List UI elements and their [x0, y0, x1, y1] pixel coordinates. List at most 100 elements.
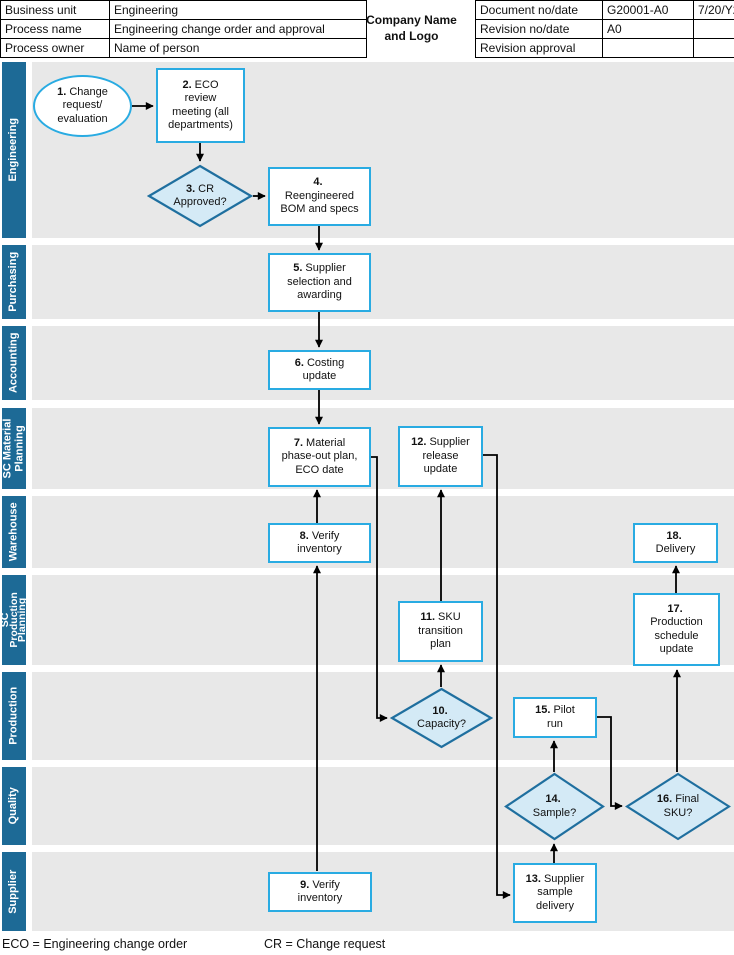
- node-5-supplier-selection: 5.Supplier selection and awarding: [268, 253, 371, 312]
- node-12-supplier-release-update: 12.Supplier release update: [398, 426, 483, 487]
- node-6-text: Costing update: [302, 356, 345, 382]
- lane-sc-material-planning-text: SC Material Planning: [1, 418, 26, 479]
- node-18-text: Delivery: [655, 543, 696, 555]
- node-2-eco-review-meeting: 2.ECO review meeting (all departments): [156, 68, 245, 143]
- node-14-number: 14.: [545, 793, 561, 806]
- node-17-text: Production schedule update: [650, 616, 703, 655]
- revision-approval-value: [602, 38, 694, 58]
- lane-engineering-text: Engineering: [7, 118, 20, 182]
- node-1-change-request: 1.Change request/ evaluation: [33, 75, 132, 137]
- lane-purchasing: Purchasing: [0, 245, 734, 319]
- node-16-text: Final SKU?: [663, 793, 700, 819]
- node-17-number: 17.: [667, 602, 683, 615]
- node-8-text: Verify inventory: [297, 529, 342, 555]
- lane-quality-label: Quality: [2, 767, 26, 845]
- revision-no-value: A0: [602, 19, 694, 39]
- diamond-shape: [504, 772, 605, 841]
- node-3-cr-approved-decision: 3.CR Approved?: [147, 164, 253, 228]
- lane-engineering-label: Engineering: [2, 62, 26, 238]
- legend-cr: CR = Change request: [264, 937, 386, 951]
- node-1-text: Change request/ evaluation: [57, 85, 108, 125]
- lane-quality-text: Quality: [7, 787, 20, 825]
- lane-quality: Quality: [0, 767, 734, 845]
- node-4-reengineered-bom: 4. Reengineered BOM and specs: [268, 167, 371, 226]
- lane-purchasing-label: Purchasing: [2, 245, 26, 319]
- node-12-text: Supplier release update: [422, 436, 470, 476]
- node-9-number: 9.: [300, 878, 310, 891]
- header-doc-table: Document no/date G20001-A0 7/20/Y2 Revis…: [475, 0, 734, 58]
- node-9-verify-inventory-supplier: 9.Verify inventory: [268, 872, 372, 912]
- lane-accounting-label: Accounting: [2, 326, 26, 400]
- document-no-label: Document no/date: [475, 0, 603, 20]
- node-11-text: SKU transition plan: [418, 611, 463, 651]
- node-16-number: 16.: [656, 793, 673, 806]
- revision-date-value: [693, 19, 734, 39]
- lane-purchasing-body: [32, 245, 734, 319]
- node-14-text: Sample?: [532, 806, 577, 819]
- lane-supplier-text: Supplier: [7, 869, 20, 914]
- lane-warehouse-body: [32, 496, 734, 568]
- node-6-number: 6.: [294, 356, 304, 369]
- node-5-text: Supplier selection and awarding: [287, 262, 352, 302]
- process-owner-value: Name of person: [109, 38, 367, 58]
- lane-purchasing-text: Purchasing: [7, 252, 20, 312]
- lane-accounting-body: [32, 326, 734, 400]
- node-10-capacity-decision: 10. Capacity?: [390, 687, 493, 749]
- node-2-text: ECO review meeting (all departments): [168, 78, 233, 131]
- revision-approval-label: Revision approval: [475, 38, 603, 58]
- node-13-supplier-sample-delivery: 13.Supplier sample delivery: [513, 863, 597, 923]
- business-unit-label: Business unit: [0, 0, 110, 20]
- document-no-value: G20001-A0: [602, 0, 694, 20]
- lane-production: Production: [0, 672, 734, 760]
- node-12-number: 12.: [411, 436, 427, 449]
- node-4-number: 4.: [313, 176, 323, 189]
- node-14-sample-decision: 14. Sample?: [504, 772, 605, 841]
- lane-accounting: Accounting: [0, 326, 734, 400]
- node-13-text: Supplier sample delivery: [536, 872, 585, 912]
- node-18-number: 18.: [666, 529, 682, 542]
- process-name-label: Process name: [0, 19, 110, 39]
- node-13-number: 13.: [525, 872, 541, 885]
- lane-sc-production-planning: SC Production Planning: [0, 575, 734, 665]
- lane-sc-material-planning-body: [32, 408, 734, 489]
- lane-accounting-text: Accounting: [7, 332, 20, 394]
- revision-no-label: Revision no/date: [475, 19, 603, 39]
- document-date-value: 7/20/Y2: [693, 0, 734, 20]
- lane-supplier-body: [32, 852, 734, 931]
- lane-production-text: Production: [7, 686, 20, 746]
- node-10-text: Capacity?: [417, 718, 466, 730]
- node-3-text: CR Approved?: [173, 182, 227, 208]
- lane-warehouse-text: Warehouse: [7, 502, 20, 562]
- node-6-costing-update: 6.Costing update: [268, 350, 371, 390]
- node-17-production-schedule-update: 17. Production schedule update: [633, 593, 720, 666]
- node-9-text: Verify inventory: [297, 878, 343, 904]
- lane-sc-material-planning-label: SC Material Planning: [1, 408, 26, 489]
- node-15-text: Pilot run: [547, 704, 575, 730]
- node-7-number: 7.: [293, 436, 304, 449]
- lane-warehouse-label: Warehouse: [2, 496, 26, 568]
- node-15-pilot-run: 15.Pilot run: [513, 697, 597, 738]
- revision-approval-extra: [693, 38, 734, 58]
- lane-engineering: Engineering: [0, 62, 734, 238]
- lane-engineering-body: [32, 62, 734, 238]
- node-3-number: 3.: [185, 182, 196, 195]
- node-8-verify-inventory-warehouse: 8.Verify inventory: [268, 523, 371, 563]
- node-10-number: 10.: [432, 704, 448, 717]
- lane-supplier-label: Supplier: [2, 852, 26, 931]
- node-18-delivery: 18. Delivery: [633, 523, 718, 563]
- diamond-shape: [625, 772, 731, 841]
- node-2-number: 2.: [182, 78, 192, 91]
- lane-sc-production-planning-text: SC Production Planning: [0, 592, 29, 648]
- node-4-text: Reengineered BOM and specs: [280, 189, 359, 216]
- diamond-shape: [147, 164, 253, 228]
- node-15-number: 15.: [535, 704, 551, 717]
- header-info-table: Business unit Engineering Process name E…: [0, 0, 367, 58]
- lane-sc-production-planning-label: SC Production Planning: [0, 575, 29, 665]
- node-7-text: Material phase-out plan, ECO date: [281, 436, 358, 476]
- node-11-number: 11.: [420, 611, 436, 624]
- lane-production-label: Production: [2, 672, 26, 760]
- lane-sc-production-planning-body: [32, 575, 734, 665]
- node-8-number: 8.: [299, 529, 309, 542]
- process-name-value: Engineering change order and approval: [109, 19, 367, 39]
